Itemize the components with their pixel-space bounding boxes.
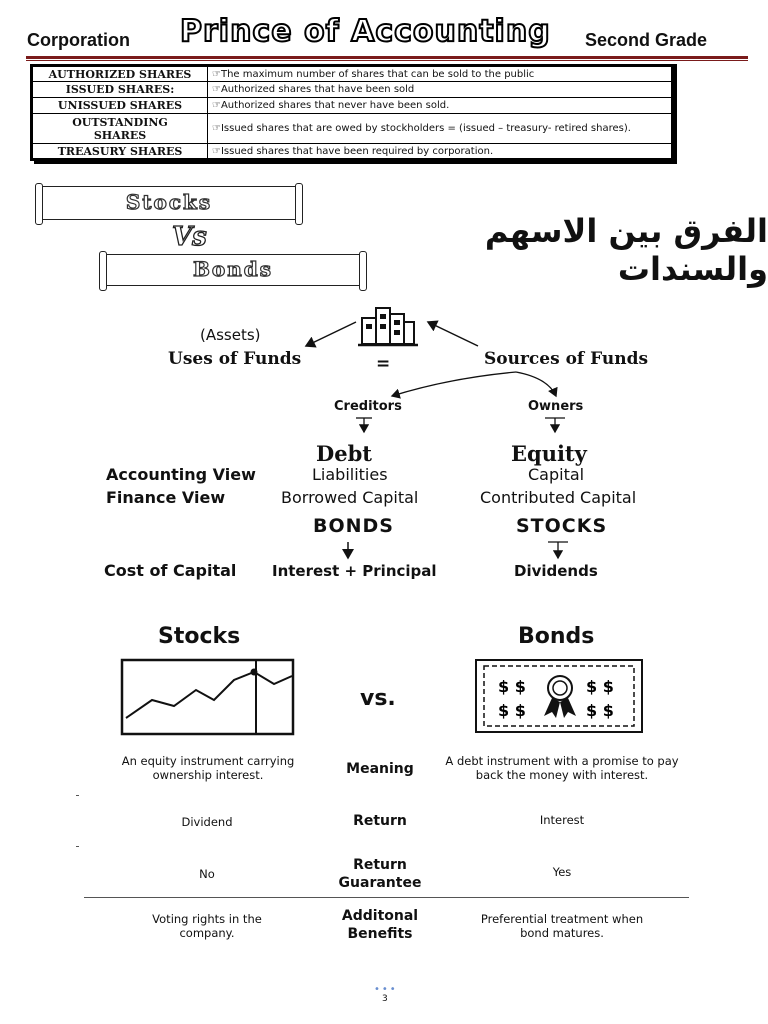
row-tick <box>76 795 79 796</box>
stock-chart-icon <box>120 658 295 736</box>
definition-term: TREASURY SHARES <box>31 143 208 160</box>
creditors-label: Creditors <box>334 399 402 414</box>
table-row: TREASURY SHARES ☞Issued shares that have… <box>31 143 673 160</box>
table-shadow-right <box>673 64 677 164</box>
vs-script: Vs <box>171 221 207 252</box>
borrowed-capital-label: Borrowed Capital <box>281 488 419 507</box>
definition-term: AUTHORIZED SHARES <box>31 65 208 82</box>
header-title: Prince of Accounting <box>179 13 551 50</box>
page-number: 3 <box>382 994 388 1004</box>
stocks-return: Dividend <box>181 815 233 829</box>
stocks-title: Stocks <box>158 624 241 649</box>
buildings-icon <box>358 307 418 347</box>
definition-term: UNISSUED SHARES <box>31 97 208 114</box>
svg-text:$ $: $ $ <box>586 677 614 696</box>
stocks-banner: Stocks <box>35 183 303 225</box>
bonds-meaning: A debt instrument with a promise to pay … <box>445 754 679 783</box>
stocks-banner-label: Stocks <box>125 189 213 214</box>
criterion-return-guarantee: Return Guarantee <box>338 857 422 892</box>
svg-text:$ $: $ $ <box>498 677 526 696</box>
page-ornament: ••• <box>374 984 398 995</box>
bonds-banner: Bonds <box>99 251 367 291</box>
table-shadow-bottom <box>34 161 677 164</box>
bond-certificate-icon: $ $ $ $ $ $ $ $ <box>475 659 643 733</box>
arabic-title: الفرق بين الاسهم والسندات <box>484 212 768 288</box>
contributed-capital-label: Contributed Capital <box>480 488 637 507</box>
header-rule <box>26 56 748 59</box>
owners-label: Owners <box>528 399 584 414</box>
capital-label: Capital <box>528 465 585 484</box>
stocks-guarantee: No <box>199 867 215 881</box>
liabilities-label: Liabilities <box>312 465 388 484</box>
row-tick <box>76 846 79 847</box>
svg-text:$ $: $ $ <box>498 701 526 720</box>
bonds-banner-label: Bonds <box>192 256 274 281</box>
assets-label: (Assets) <box>200 326 261 344</box>
bonds-return: Interest <box>539 813 585 827</box>
dividends-label: Dividends <box>514 562 598 580</box>
sources-of-funds-label: Sources of Funds <box>484 349 649 369</box>
equals-sign: = <box>376 354 391 374</box>
interest-principal-label: Interest + Principal <box>272 562 437 580</box>
table-row: UNISSUED SHARES ☞Authorized shares that … <box>31 97 673 114</box>
bonds-caps-label: BONDS <box>313 515 394 537</box>
uses-of-funds-label: Uses of Funds <box>168 349 302 369</box>
definition-term: ISSUED SHARES: <box>31 81 208 98</box>
header-corporation: Corporation <box>27 30 130 50</box>
vs-label: vs. <box>360 686 396 711</box>
definition-text: ☞Issued shares that have been required b… <box>207 143 673 160</box>
share-definitions-table: AUTHORIZED SHARES ☞The maximum number of… <box>30 64 674 161</box>
bonds-benefits: Preferential treatment when bond matures… <box>480 912 644 941</box>
stocks-meaning: An equity instrument carrying ownership … <box>121 754 295 783</box>
accounting-view-label: Accounting View <box>106 465 256 484</box>
criterion-meaning: Meaning <box>346 761 414 777</box>
definition-term: OUTSTANDING SHARES <box>31 113 208 144</box>
criterion-additional-benefits: Additonal Benefits <box>341 908 419 943</box>
cost-of-capital-label: Cost of Capital <box>104 561 237 580</box>
finance-view-label: Finance View <box>106 488 226 507</box>
stocks-caps-label: STOCKS <box>516 515 608 537</box>
row-divider <box>84 897 689 898</box>
criterion-return: Return <box>353 813 407 829</box>
stocks-benefits: Voting rights in the company. <box>152 912 262 941</box>
bonds-guarantee: Yes <box>552 865 572 879</box>
bonds-title: Bonds <box>518 624 595 649</box>
equity-label: Equity <box>511 441 587 466</box>
svg-text:$ $: $ $ <box>586 701 614 720</box>
header-grade: Second Grade <box>585 30 708 50</box>
debt-label: Debt <box>316 441 372 466</box>
header-rule-thin <box>26 60 748 61</box>
